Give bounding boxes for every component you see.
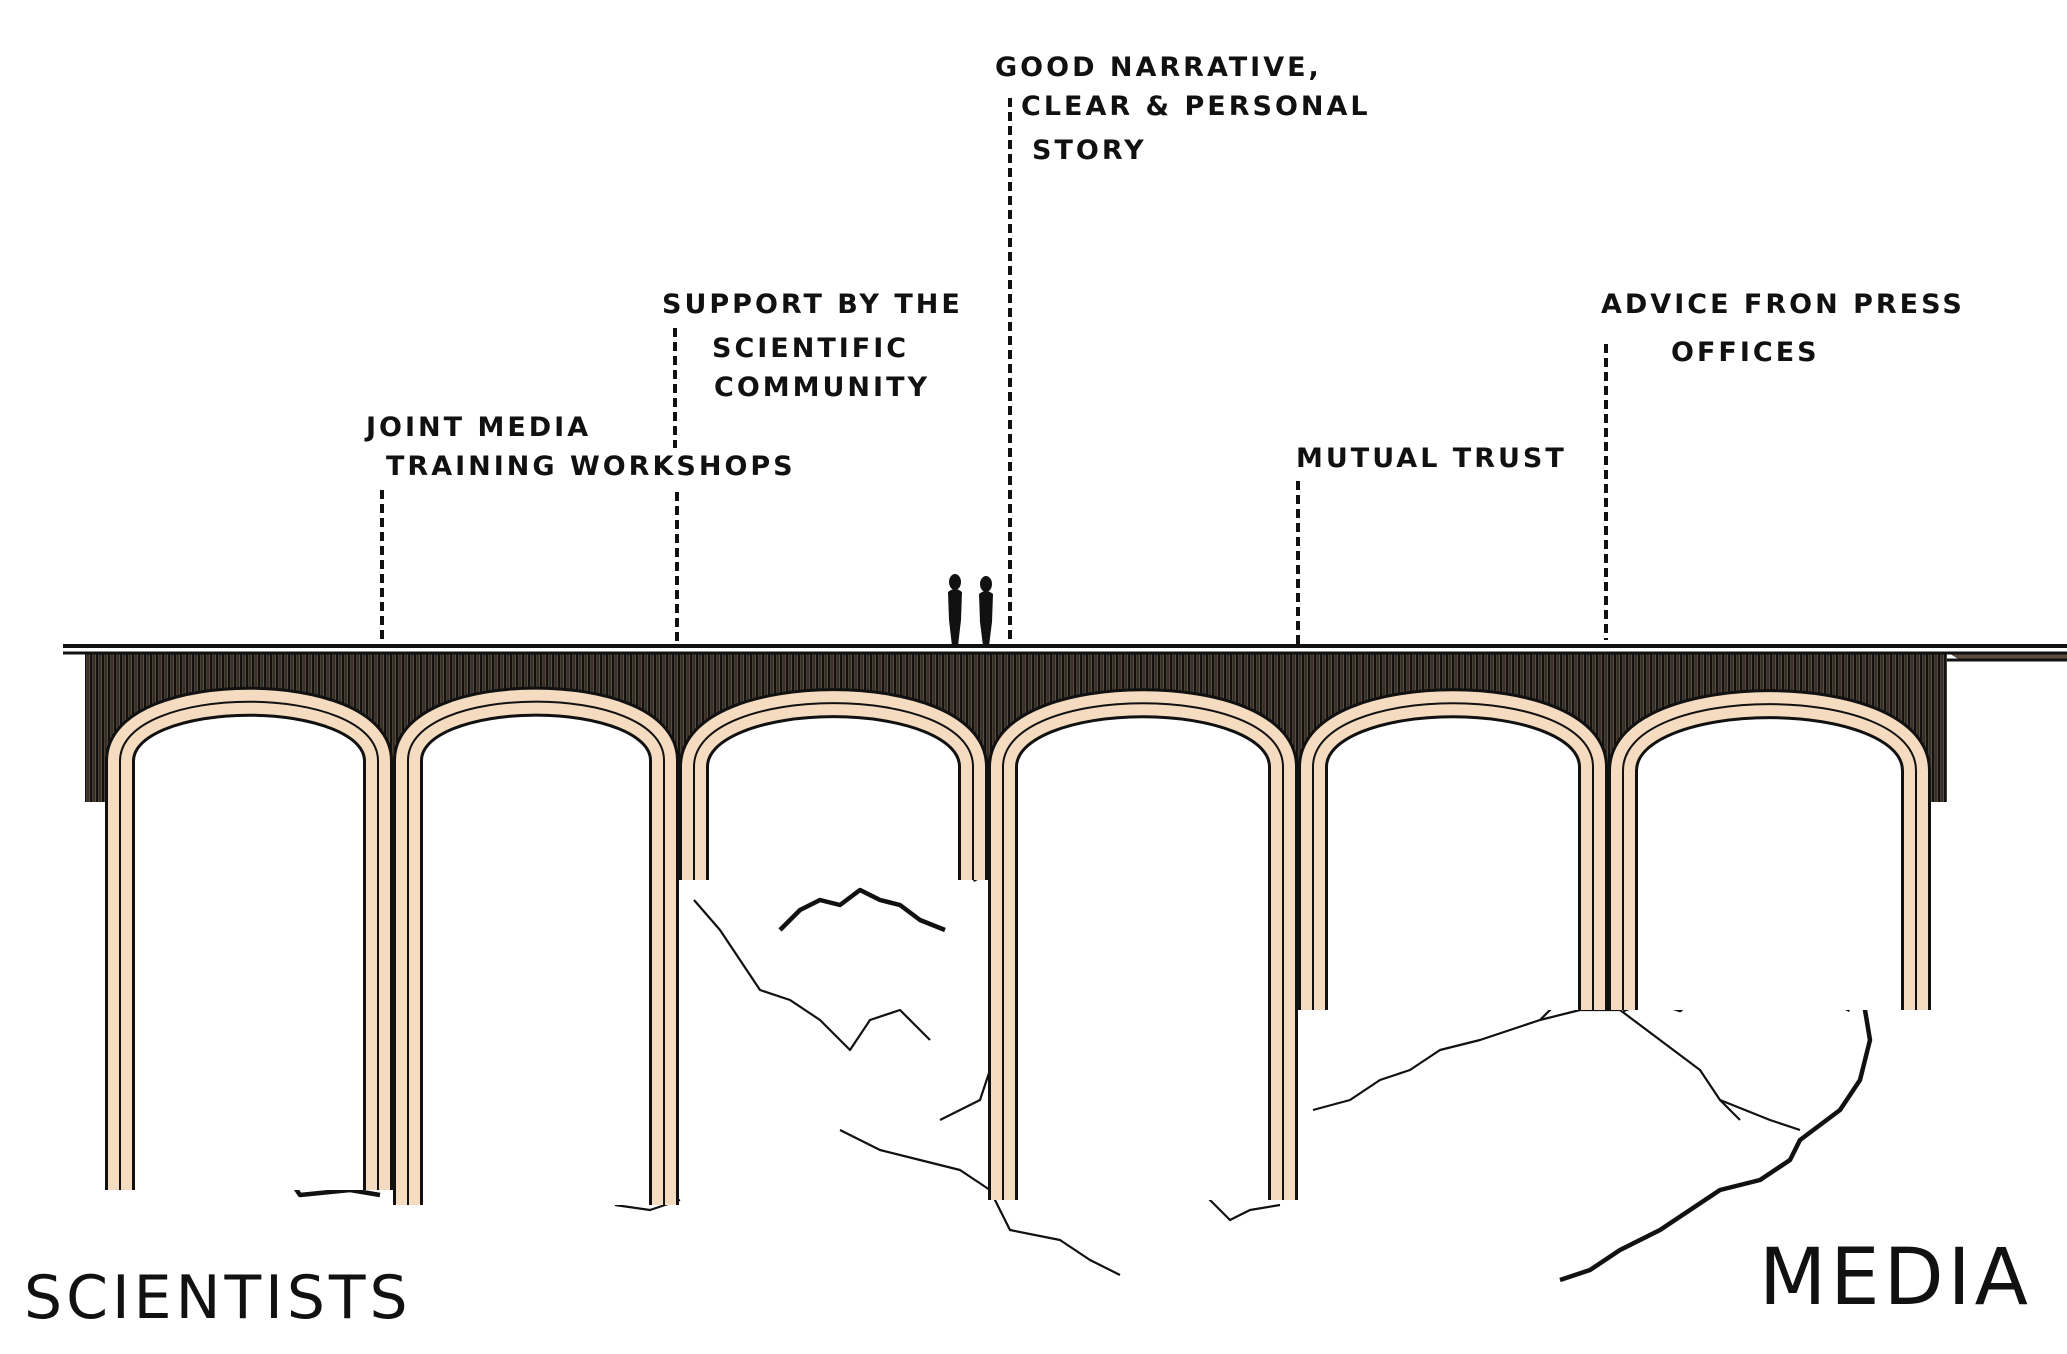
label-line: OFFICES	[1671, 337, 1820, 368]
label-line: ADVICE FRON PRESS	[1601, 289, 1965, 320]
label-line: TRAINING WORKSHOPS	[386, 451, 796, 482]
label-line: COMMUNITY	[714, 372, 930, 403]
arch-inner-line	[1622, 703, 1917, 1010]
label-line: CLEAR & PERSONAL	[1021, 91, 1371, 122]
arch-opening	[1003, 703, 1283, 1200]
arch-opening	[694, 703, 973, 880]
label-trust: MUTUAL TRUST	[1296, 443, 1567, 474]
two-people-figures	[948, 574, 993, 646]
arch-opening	[1623, 704, 1916, 1010]
label-line: STORY	[1032, 135, 1147, 166]
arches	[105, 686, 1931, 1205]
label-line: MUTUAL TRUST	[1296, 443, 1567, 474]
arch-opening	[408, 701, 664, 1205]
bridge-deck	[63, 644, 2067, 662]
label-advice: ADVICE FRON PRESS OFFICES	[1601, 289, 1965, 368]
arch-opening	[120, 701, 378, 1190]
label-line: SCIENTIFIC	[712, 333, 909, 364]
label-line: GOOD NARRATIVE,	[995, 52, 1322, 83]
label-narrative: GOOD NARRATIVE, CLEAR & PERSONAL STORY	[995, 52, 1371, 166]
media-label: MEDIA	[1759, 1233, 2032, 1323]
label-line: JOINT MEDIA	[364, 412, 591, 443]
arch-inner-line	[693, 702, 974, 880]
label-joint-media: JOINT MEDIA TRAINING WORKSHOPS	[364, 412, 796, 482]
arch-inner-line	[119, 700, 379, 1190]
leader-lines	[380, 98, 1608, 644]
scientists-label: SCIENTISTS	[24, 1263, 412, 1333]
arch-opening	[1313, 703, 1593, 1010]
arch-inner-line	[407, 700, 665, 1205]
arch-inner-line	[1002, 702, 1284, 1200]
arch-inner-line	[1312, 702, 1594, 1010]
label-support: SUPPORT BY THE SCIENTIFIC COMMUNITY	[662, 289, 963, 403]
label-line: SUPPORT BY THE	[662, 289, 963, 320]
